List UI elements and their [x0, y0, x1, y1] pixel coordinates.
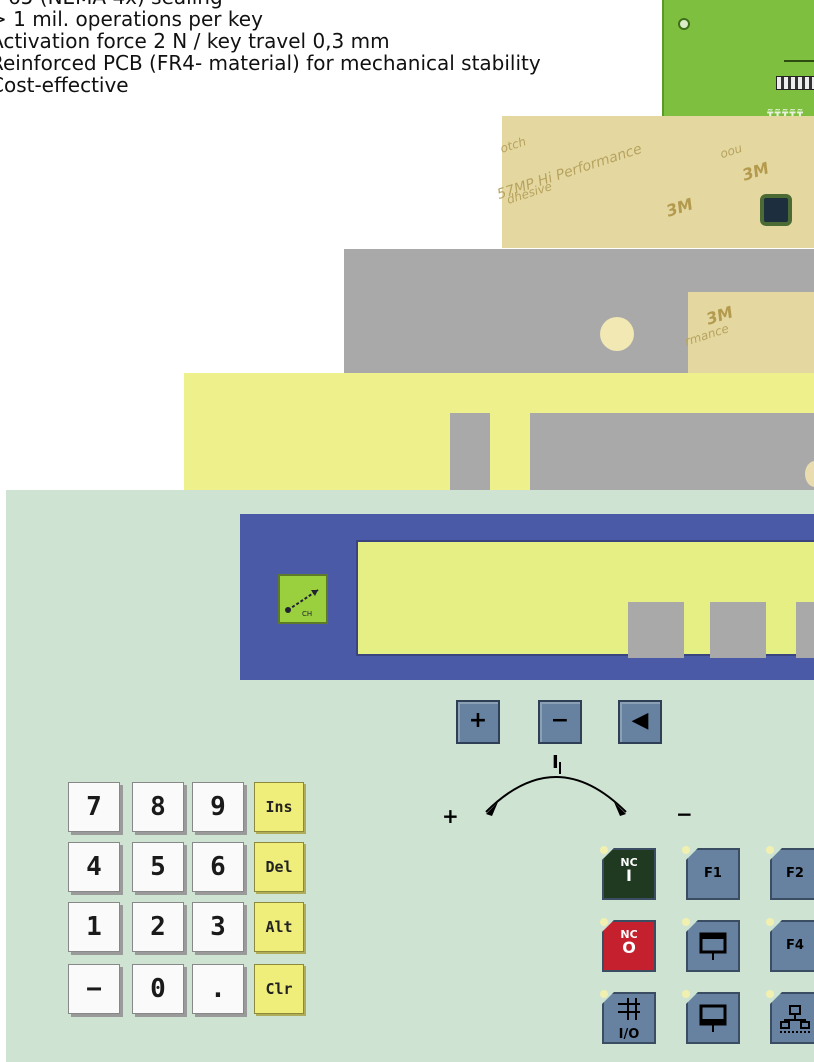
key-3[interactable]: 3	[192, 902, 244, 952]
io-diagram-icon	[604, 994, 654, 1024]
key-minus[interactable]: −	[68, 964, 120, 1014]
arc-plus-label: +	[442, 804, 459, 828]
3m-logo: 3M	[664, 194, 696, 220]
arc-top-label: I	[552, 752, 559, 773]
feature-item: Activation force 2 N / key travel 0,3 mm	[0, 30, 541, 52]
adhesive-print: oou	[718, 141, 744, 161]
del-key[interactable]: Del	[254, 842, 304, 892]
feature-item: > 1 mil. operations per key	[0, 8, 541, 30]
f1-label: F1	[688, 850, 738, 881]
screen-key-2[interactable]	[686, 992, 740, 1044]
overlay-layer	[184, 373, 814, 499]
mode-toggle-icon[interactable]: CH	[278, 574, 328, 624]
status-led	[682, 990, 690, 998]
arc-minus-label: −	[676, 802, 693, 826]
key-4[interactable]: 4	[68, 842, 120, 892]
nc-start-button[interactable]: NC I	[602, 848, 656, 900]
network-key[interactable]	[770, 992, 814, 1044]
f4-key[interactable]: F4	[770, 920, 814, 972]
key-2[interactable]: 2	[132, 902, 184, 952]
key-9[interactable]: 9	[192, 782, 244, 832]
key-decimal[interactable]: .	[192, 964, 244, 1014]
back-arrow-icon[interactable]: ◀	[618, 700, 662, 744]
screen-key[interactable]	[686, 920, 740, 972]
status-led	[766, 918, 774, 926]
adhesive-print: otch	[498, 134, 527, 155]
status-led	[600, 990, 608, 998]
alt-key[interactable]: Alt	[254, 902, 304, 952]
minus-key[interactable]: −	[538, 700, 582, 744]
adhesive-print: rmance	[683, 321, 731, 348]
status-led	[766, 846, 774, 854]
f2-label: F2	[772, 850, 814, 881]
key-7[interactable]: 7	[68, 782, 120, 832]
display-window	[796, 602, 814, 658]
io-key[interactable]: I/O	[602, 992, 656, 1044]
display-window	[628, 602, 684, 658]
nc-stop-symbol: O	[604, 941, 654, 955]
key-6[interactable]: 6	[192, 842, 244, 892]
nc-stop-button[interactable]: NC O	[602, 920, 656, 972]
nc-start-symbol: I	[604, 869, 654, 883]
status-led	[682, 846, 690, 854]
lcd-display	[356, 540, 814, 656]
overlay-window	[530, 413, 814, 499]
display-window	[710, 602, 766, 658]
clr-key[interactable]: Clr	[254, 964, 304, 1014]
adjust-arc-icon	[446, 752, 696, 832]
overlay-window	[450, 413, 490, 499]
f1-key[interactable]: F1	[686, 848, 740, 900]
plus-key[interactable]: +	[456, 700, 500, 744]
io-label: I/O	[604, 1028, 654, 1042]
key-1[interactable]: 1	[68, 902, 120, 952]
ins-key[interactable]: Ins	[254, 782, 304, 832]
adhesive-layer: otch 57MP Hi Performance dhesive oou 3M …	[502, 116, 814, 248]
keyboard-panel: CH + − ◀ + − 7 8 9 Ins 4 5 6 Del 1 2 3 A…	[6, 490, 814, 1062]
pcb-mount-hole	[678, 18, 690, 30]
status-led	[766, 990, 774, 998]
status-led	[600, 846, 608, 854]
adhesive-layer-2: 3M rmance	[688, 292, 814, 373]
key-0[interactable]: 0	[132, 964, 184, 1014]
key-5[interactable]: 5	[132, 842, 184, 892]
monitor-icon	[688, 994, 738, 1042]
svg-text:CH: CH	[302, 610, 312, 618]
spacer-hole	[600, 317, 634, 351]
3m-logo: 3M	[740, 158, 772, 184]
pcb-trace	[784, 60, 814, 62]
f2-key[interactable]: F2	[770, 848, 814, 900]
network-icon	[772, 994, 814, 1042]
display-frame: CH	[240, 514, 814, 680]
f4-label: F4	[772, 922, 814, 953]
feature-item: Reinforced PCB (FR4- material) for mecha…	[0, 52, 541, 74]
usb-port-icon	[760, 194, 792, 226]
status-led	[682, 918, 690, 926]
monitor-icon	[688, 922, 738, 970]
pcb-connector	[776, 76, 814, 90]
key-8[interactable]: 8	[132, 782, 184, 832]
feature-item: Cost-effective	[0, 74, 541, 96]
status-led	[600, 918, 608, 926]
feature-list: IP65 (NEMA 4x) sealing > 1 mil. operatio…	[0, 0, 541, 96]
